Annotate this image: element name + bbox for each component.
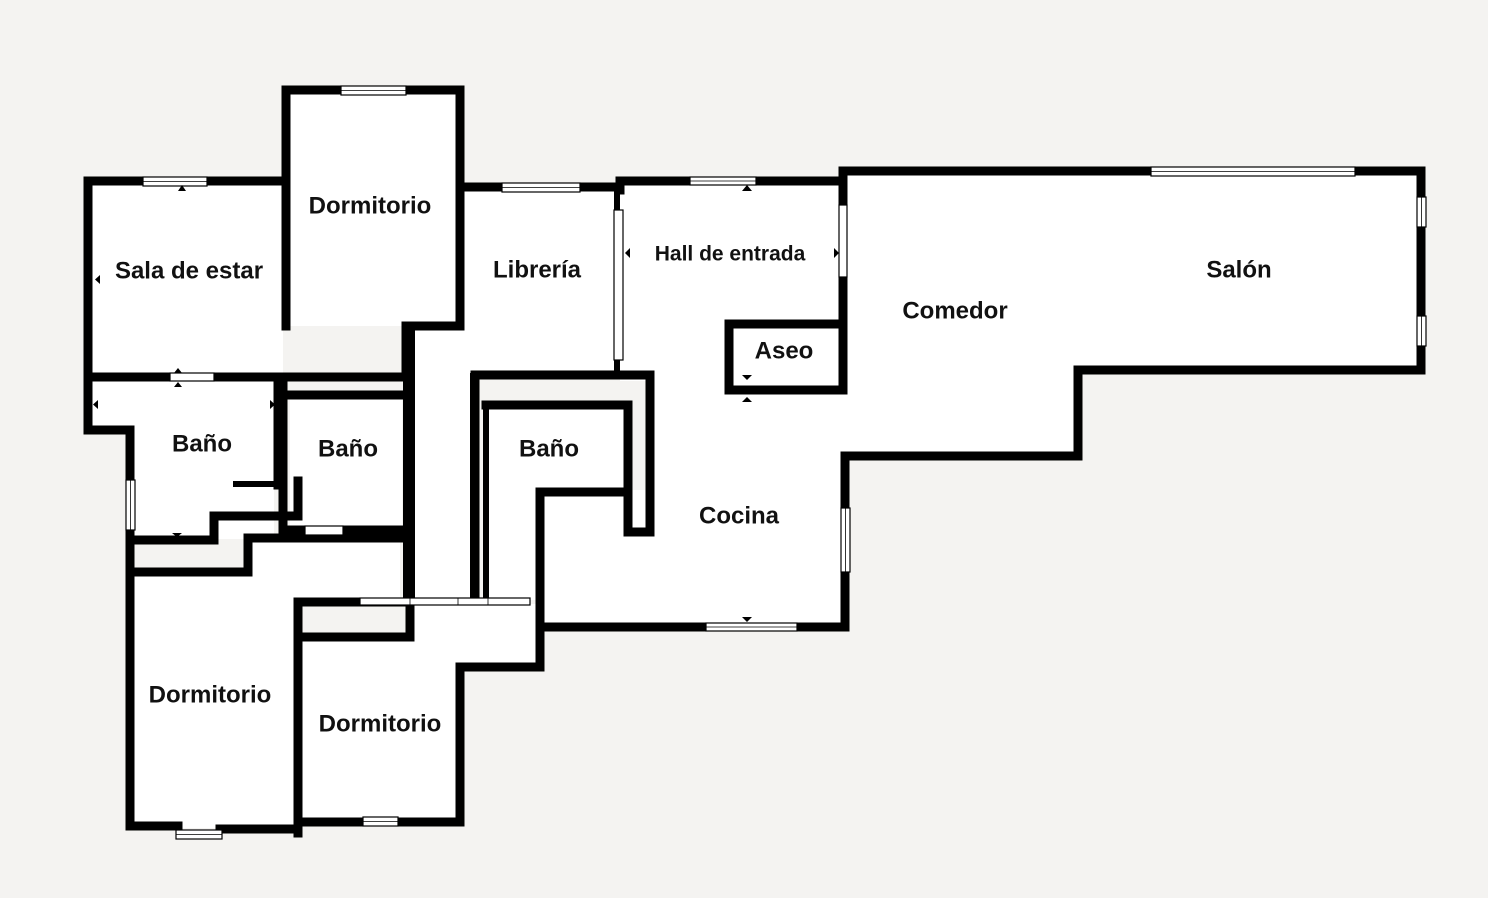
door-mark-hall-right: [834, 248, 839, 258]
door-mark-bano1-top: [174, 382, 182, 387]
door-mark-bano1-right: [270, 400, 275, 409]
door-markers: [93, 185, 839, 622]
window-libreria-right: [613, 209, 624, 361]
window-dormitorio-top: [340, 85, 407, 96]
room-label-comedor: Comedor: [902, 297, 1007, 324]
room-label-aseo: Aseo: [755, 337, 814, 364]
room-label-dormitorio-mid: Dormitorio: [319, 710, 442, 737]
door-mark-hall-left: [625, 248, 630, 258]
room-label-salon: Salón: [1206, 256, 1271, 283]
room-label-bano-3: Baño: [519, 435, 579, 462]
window-salon-right-2: [1416, 315, 1427, 347]
door-mark-hall-top: [742, 185, 752, 191]
room-label-hall-de-entrada: Hall de entrada: [655, 243, 806, 266]
room-label-dormitorio-left: Dormitorio: [149, 681, 272, 708]
door-mark-bano1-bottom: [172, 533, 182, 537]
room-label-bano-1: Baño: [172, 430, 232, 457]
walls: [83, 85, 1426, 838]
door-mark-bano1-left: [93, 400, 98, 409]
window-hall-right: [838, 204, 848, 278]
window-dormitorio-mid-bottom: [362, 816, 399, 827]
door-mark-sala-left: [95, 275, 100, 284]
window-cocina-bottom: [705, 622, 798, 632]
window-sala-top: [142, 176, 208, 187]
window-bano2-bottom: [304, 525, 344, 536]
window-salon-top: [1150, 166, 1356, 177]
room-label-dormitorio-top: Dormitorio: [309, 192, 432, 219]
door-mark-sala-top: [178, 185, 186, 191]
room-label-cocina: Cocina: [699, 502, 780, 529]
window-libreria-top: [501, 182, 581, 193]
window-hall-top: [689, 176, 757, 186]
window-dormitorio-left-bottom: [175, 829, 223, 840]
door-mark-aseo-bottom: [742, 375, 752, 380]
room-label-libreria: Librería: [493, 256, 582, 283]
room-label-bano-2: Baño: [318, 435, 378, 462]
door-mark-sala-bottom: [174, 368, 182, 373]
windows: [125, 85, 1427, 840]
window-bano1-top: [169, 372, 215, 382]
window-salon-right-1: [1416, 196, 1427, 228]
room-labels: Sala de estar Dormitorio Librería Hall d…: [115, 192, 1272, 737]
window-bano1-left: [125, 479, 136, 531]
room-label-sala-de-estar: Sala de estar: [115, 257, 263, 284]
window-corridor-bottom: [359, 597, 531, 606]
window-cocina-right: [840, 507, 851, 573]
door-mark-cocina-top: [742, 397, 752, 402]
door-mark-cocina-bottom: [742, 617, 752, 622]
